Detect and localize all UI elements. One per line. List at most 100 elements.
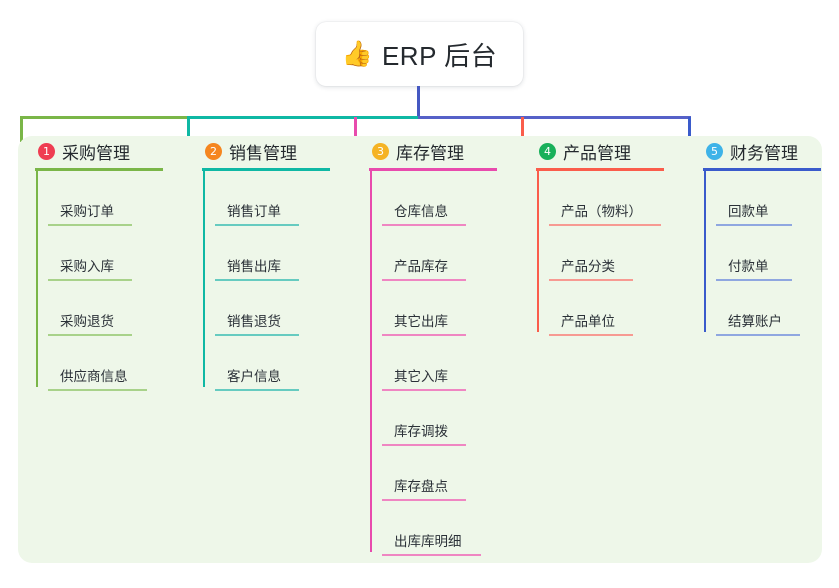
branch-leaf-label: 出库库明细	[394, 534, 462, 549]
thumbs-up-icon: 👍	[341, 39, 373, 68]
branch-leaf-rule	[215, 334, 299, 336]
branch-leaf-label: 仓库信息	[394, 204, 448, 219]
branch-leaf-label: 销售订单	[227, 204, 281, 219]
branch-title: 财务管理	[730, 143, 798, 163]
branch-leaf[interactable]: 结算账户	[716, 310, 800, 336]
branch-leaf[interactable]: 其它入库	[382, 365, 466, 391]
branch-drop-connector	[688, 117, 691, 142]
branch-spine	[370, 170, 372, 552]
branch-header[interactable]: 2 销售管理	[185, 136, 297, 166]
branch-leaf-rule	[382, 554, 481, 556]
branch-number-badge: 3	[372, 142, 389, 160]
branch-leaf-rule	[549, 279, 633, 281]
branch-leaf-rule	[382, 444, 466, 446]
branch-column: 5 财务管理回款单付款单结算账户	[686, 136, 821, 336]
branch-spine	[36, 170, 38, 387]
branch-number-badge: 1	[38, 142, 55, 160]
branch-leaf[interactable]: 仓库信息	[382, 200, 466, 226]
branch-title: 库存管理	[396, 143, 464, 163]
branch-drop-connector	[187, 117, 190, 142]
branch-leaf[interactable]: 产品库存	[382, 255, 466, 281]
branch-drop-connector	[354, 117, 357, 142]
branch-leaf-rule	[215, 224, 299, 226]
branch-leaf-rule	[382, 499, 466, 501]
branch-header-rule	[369, 168, 497, 171]
branch-column: 2 销售管理销售订单销售出库销售退货客户信息	[185, 136, 330, 391]
branch-leaf-rule	[382, 279, 466, 281]
branches-panel: 1 采购管理采购订单采购入库采购退货供应商信息 2 销售管理销售订单销售出库销售退货客…	[18, 136, 822, 563]
branch-leaf-rule	[215, 389, 299, 391]
branch-leaf[interactable]: 供应商信息	[48, 365, 147, 391]
branch-leaf[interactable]: 出库库明细	[382, 530, 481, 556]
branch-leaf-rule	[549, 334, 633, 336]
branch-leaf[interactable]: 库存盘点	[382, 475, 466, 501]
branch-leaf-rule	[716, 224, 792, 226]
branch-column: 4 产品管理产品（物料） 产品分类产品单位	[519, 136, 664, 336]
root-title: ERP 后台	[381, 40, 498, 71]
branch-leaf-label: 库存调拨	[394, 424, 448, 439]
branch-leaf[interactable]: 付款单	[716, 255, 792, 281]
branch-leaf[interactable]: 采购入库	[48, 255, 132, 281]
bus-segment	[20, 116, 187, 119]
branch-leaf-rule	[48, 279, 132, 281]
bus-segment	[187, 116, 418, 119]
branch-header[interactable]: 3 库存管理	[352, 136, 464, 166]
branch-header-rule	[35, 168, 163, 171]
root-stem-connector	[417, 86, 420, 117]
branch-header[interactable]: 1 采购管理	[18, 136, 130, 166]
branch-leaf-label: 销售退货	[227, 314, 281, 329]
branch-leaf-label: 产品分类	[561, 259, 615, 274]
branch-title: 采购管理	[62, 143, 130, 163]
branch-leaf[interactable]: 客户信息	[215, 365, 299, 391]
branch-drop-connector	[521, 117, 524, 142]
branch-leaf[interactable]: 产品（物料）	[549, 200, 661, 226]
branch-spine	[203, 170, 205, 387]
branch-leaf-label: 结算账户	[728, 314, 782, 329]
branch-leaf-label: 库存盘点	[394, 479, 448, 494]
branch-leaf-rule	[382, 224, 466, 226]
branch-drop-connector	[20, 117, 23, 142]
branch-title: 销售管理	[229, 143, 297, 163]
branch-leaf[interactable]: 产品分类	[549, 255, 633, 281]
branch-leaf[interactable]: 其它出库	[382, 310, 466, 336]
branch-leaf-rule	[48, 224, 132, 226]
branch-header[interactable]: 4 产品管理	[519, 136, 631, 166]
branch-leaf-label: 其它入库	[394, 369, 448, 384]
branch-leaf-label: 其它出库	[394, 314, 448, 329]
branch-header-rule	[536, 168, 664, 171]
branch-leaf[interactable]: 库存调拨	[382, 420, 466, 446]
branch-leaf[interactable]: 回款单	[716, 200, 792, 226]
branch-leaf-rule	[382, 334, 466, 336]
branch-column: 3 库存管理仓库信息产品库存其它出库其它入库库存调拨库存盘点出库库明细	[352, 136, 497, 556]
branch-leaf-label: 客户信息	[227, 369, 281, 384]
branch-leaf-rule	[215, 279, 299, 281]
branch-header-rule	[703, 168, 821, 171]
branch-leaf-rule	[549, 224, 661, 226]
branch-leaf-rule	[48, 334, 132, 336]
branch-leaf-label: 产品库存	[394, 259, 448, 274]
branch-header-rule	[202, 168, 330, 171]
branch-number-badge: 4	[539, 142, 556, 160]
bus-segment	[418, 116, 691, 119]
branch-leaf[interactable]: 产品单位	[549, 310, 633, 336]
branch-leaf-label: 产品（物料）	[561, 204, 642, 219]
branch-column: 1 采购管理采购订单采购入库采购退货供应商信息	[18, 136, 163, 391]
branch-header[interactable]: 5 财务管理	[686, 136, 798, 166]
branch-leaf[interactable]: 销售订单	[215, 200, 299, 226]
branch-number-badge: 5	[706, 142, 723, 160]
branch-leaf[interactable]: 销售退货	[215, 310, 299, 336]
branch-leaf-label: 付款单	[728, 259, 769, 274]
branch-leaf[interactable]: 采购退货	[48, 310, 132, 336]
branch-number-badge: 2	[205, 142, 222, 160]
branch-leaf-rule	[716, 279, 792, 281]
branch-title: 产品管理	[563, 143, 631, 163]
branch-leaf-label: 回款单	[728, 204, 769, 219]
branch-leaf-label: 产品单位	[561, 314, 615, 329]
branch-leaf-label: 采购退货	[60, 314, 114, 329]
branch-leaf-label: 销售出库	[227, 259, 281, 274]
root-node[interactable]: 👍 ERP 后台	[316, 22, 523, 86]
branch-leaf-rule	[716, 334, 800, 336]
branch-leaf[interactable]: 采购订单	[48, 200, 132, 226]
branch-leaf[interactable]: 销售出库	[215, 255, 299, 281]
